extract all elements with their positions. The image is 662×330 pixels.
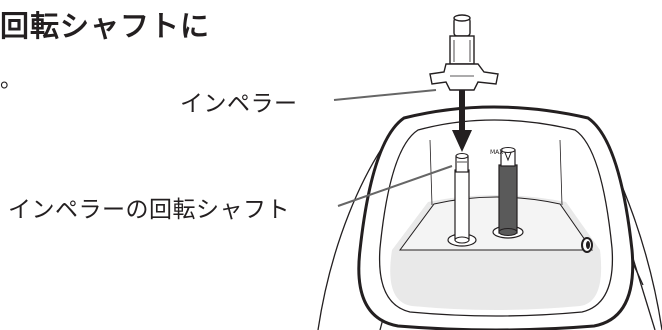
shaft-leader-line [337, 165, 453, 207]
max-marker-text: MAX [490, 149, 503, 156]
shaft-label: インペラーの回転シャフト [8, 197, 290, 223]
impeller-leader-line [333, 89, 437, 101]
impeller-label: インペラー [180, 91, 298, 117]
impeller-part [429, 14, 499, 91]
max-spindle: MAX [490, 147, 524, 239]
impeller-shaft [447, 153, 477, 247]
body-text-fragment: 。 [0, 68, 23, 93]
side-knob [581, 237, 593, 253]
leader-lines [333, 89, 453, 207]
insert-arrow [452, 88, 472, 152]
section-heading: 回転シャフトに [0, 9, 211, 43]
bowl-interior [357, 105, 635, 330]
